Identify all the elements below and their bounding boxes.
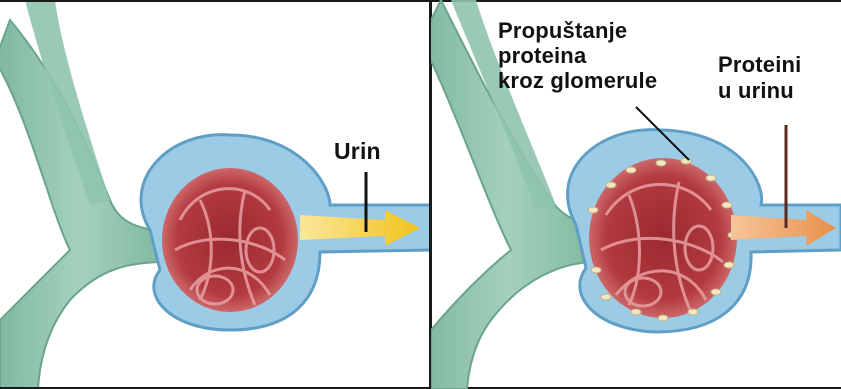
label-protein-leakage-line1: Propuštanje: [498, 18, 657, 43]
label-urine: Urin: [334, 138, 381, 165]
left-illustration: [0, 0, 431, 389]
label-protein-leakage: Propuštanje proteina kroz glomerule: [498, 18, 657, 93]
label-protein-leakage-line3: kroz glomerule: [498, 68, 657, 93]
label-protein-leakage-line2: proteina: [498, 43, 657, 68]
label-proteins-in-urine-line1: Proteini: [718, 52, 802, 78]
label-proteins-in-urine: Proteini u urinu: [718, 52, 802, 104]
left-panel: [0, 0, 431, 389]
label-proteins-in-urine-line2: u urinu: [718, 78, 802, 104]
